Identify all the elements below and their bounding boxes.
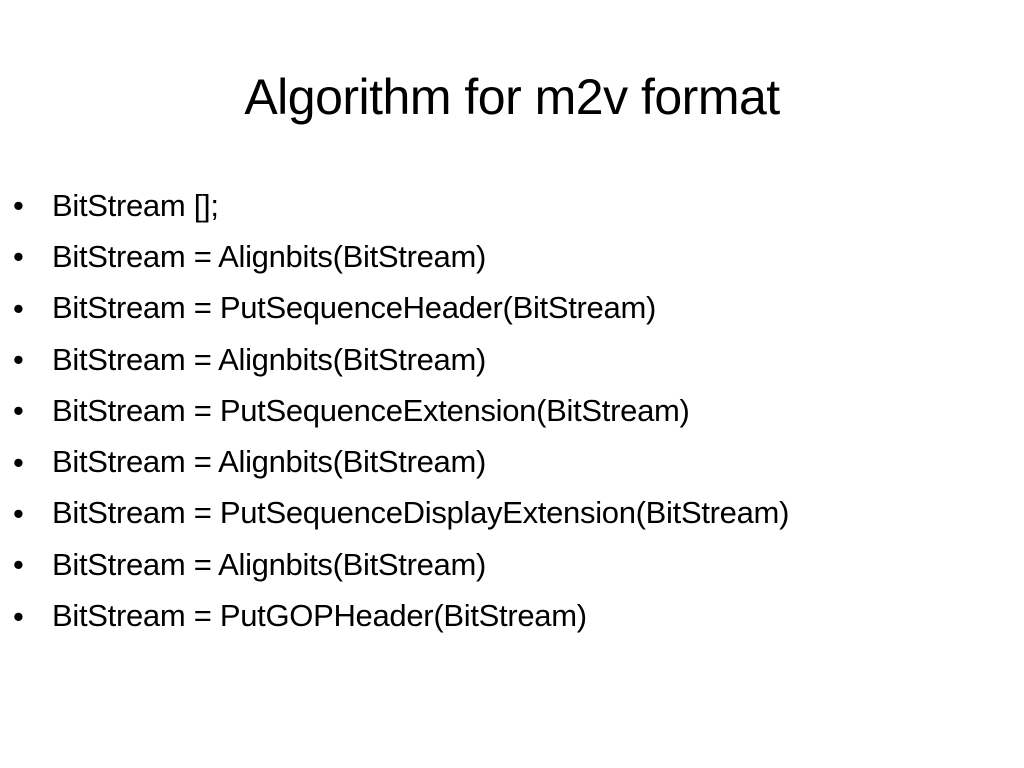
bullet-text: BitStream = Alignbits(BitStream) (52, 444, 487, 480)
bullet-item: • BitStream = Alignbits(BitStream) (10, 231, 1010, 282)
bullet-text: BitStream = PutGOPHeader(BitStream) (52, 598, 587, 634)
bullet-text: BitStream = Alignbits(BitStream) (52, 341, 487, 377)
bullet-icon: • (13, 444, 24, 480)
bullet-item: • BitStream = PutSequenceExtension(BitSt… (10, 385, 1010, 436)
bullet-item: • BitStream = Alignbits(BitStream) (10, 334, 1010, 385)
bullet-text: BitStream = PutSequenceExtension(BitStre… (52, 392, 690, 428)
bullet-icon: • (13, 393, 24, 429)
bullet-icon: • (13, 239, 24, 275)
bullet-icon: • (13, 188, 24, 224)
bullet-icon: • (13, 495, 24, 531)
bullet-text: BitStream = Alignbits(BitStream) (52, 546, 487, 582)
bullet-icon: • (13, 547, 24, 583)
bullet-text: BitStream = PutSequenceHeader(BitStream) (52, 290, 656, 326)
bullet-item: • BitStream = PutGOPHeader(BitStream) (10, 590, 1010, 641)
bullet-item: • BitStream = Alignbits(BitStream) (10, 436, 1010, 487)
bullet-text: BitStream = PutSequenceDisplayExtension(… (52, 495, 790, 531)
bullet-item: • BitStream = PutSequenceHeader(BitStrea… (10, 283, 1010, 334)
bullet-icon: • (13, 290, 24, 326)
bullet-text: BitStream []; (52, 187, 219, 223)
bullet-item: • BitStream = Alignbits(BitStream) (10, 539, 1010, 590)
bullet-item: • BitStream []; (10, 180, 1010, 231)
bullet-item: • BitStream = PutSequenceDisplayExtensio… (10, 488, 1010, 539)
bullet-text: BitStream = Alignbits(BitStream) (52, 238, 487, 274)
bullet-list: • BitStream []; • BitStream = Alignbits(… (10, 180, 1010, 642)
bullet-icon: • (13, 342, 24, 378)
slide-title: Algorithm for m2v format (244, 69, 780, 125)
bullet-icon: • (13, 598, 24, 634)
